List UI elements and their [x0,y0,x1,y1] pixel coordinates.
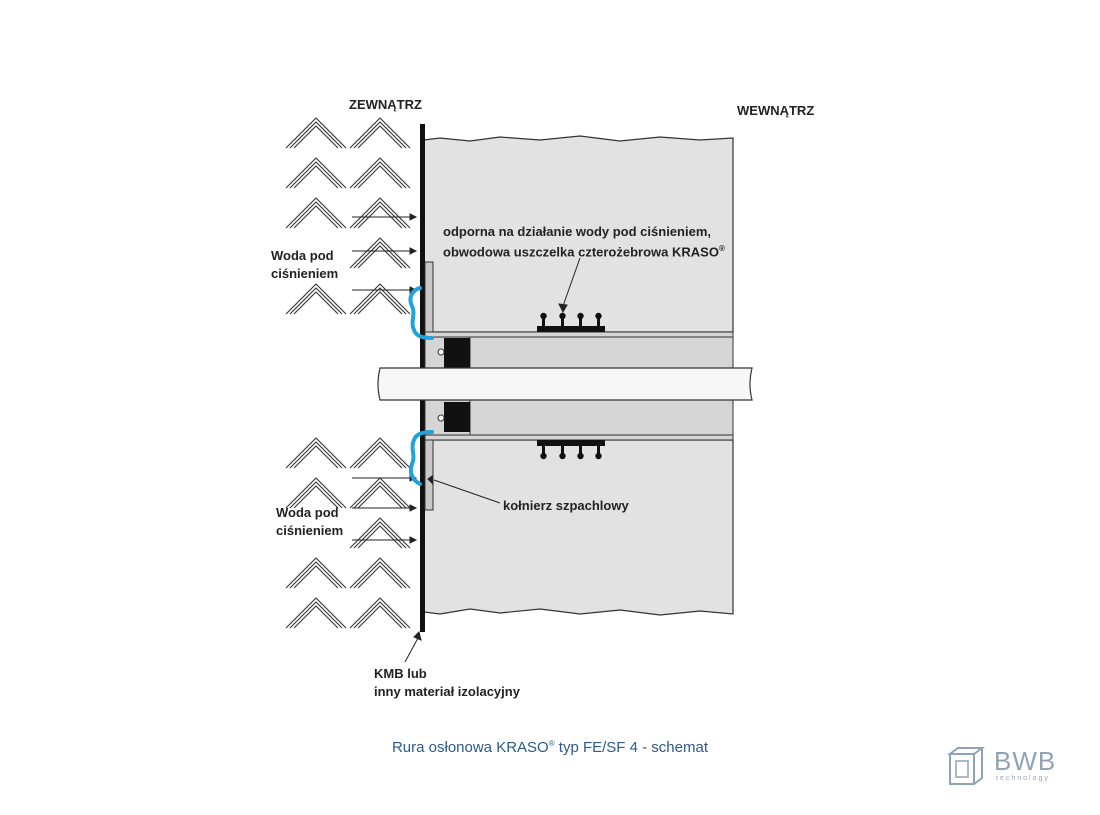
kmb-label-line2: inny materiał izolacyjny [374,684,520,699]
kmb-label-line1: KMB lub [374,666,427,681]
soil-hatching-top [285,117,411,315]
seal-insert-upper [444,338,470,368]
sealant-upper [408,286,434,340]
water-pressure-label-top-line2: ciśnieniem [271,266,339,281]
bwb-logo: BWB technology [944,744,1074,792]
media-pipe [377,367,753,401]
water-pressure-label-top-line1: Woda pod [271,248,334,263]
leader-lines [404,257,581,663]
water-pressure-label-bottom-line1: Woda pod [276,505,339,520]
seal-insert-lower [444,402,470,432]
putty-flange-label: kołnierz szpachlowy [503,498,629,513]
four-rib-seal-lower [537,440,605,460]
seal-description-line2: obwodowa uszczelka czterożebrowa KRASO® [443,244,725,260]
cube-logo-icon [947,747,985,785]
brand-tagline: technology [996,775,1050,782]
outside-label: ZEWNĄTRZ [349,97,422,112]
water-pressure-label-bottom-line2: ciśnieniem [276,523,344,538]
four-rib-seal-upper [537,312,605,332]
sealant-lower [408,430,434,486]
brand-name: BWB [994,746,1057,776]
seal-description-line1: odporna na działanie wody pod ciśnieniem… [443,224,711,239]
concrete-wall-lower [423,439,734,616]
putty-flange-lower [424,439,434,511]
figure-caption: Rura osłonowa KRASO® typ FE/SF 4 - schem… [391,739,709,756]
inside-label: WEWNĄTRZ [737,103,815,118]
putty-flange-upper [424,261,434,333]
